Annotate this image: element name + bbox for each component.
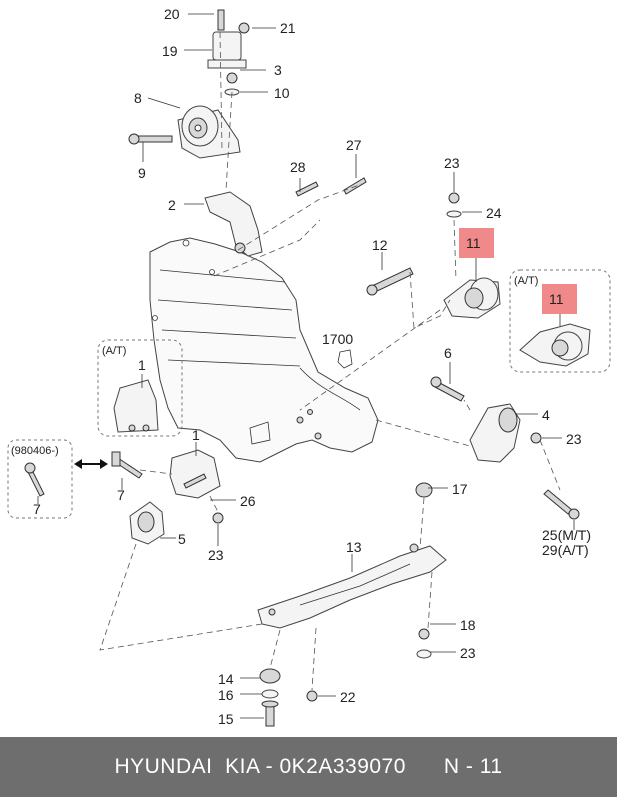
automatic-transmission-detail-right [509, 269, 611, 373]
nut-22 [306, 690, 318, 702]
label-17: 17 [452, 481, 468, 497]
label-4: 4 [542, 407, 550, 423]
label-10: 10 [274, 85, 290, 101]
crossmember-right-fasteners [415, 482, 433, 659]
washer-24 [446, 210, 462, 218]
nut-3 [226, 72, 238, 84]
bolt-7-variant-box [7, 439, 108, 519]
label-1700: 1700 [322, 331, 353, 347]
label-3: 3 [274, 62, 282, 78]
label-at-left: (A/T) [102, 345, 126, 357]
label-11: 11 [466, 235, 481, 251]
catalog-footer: HYUNDAI KIA - 0K2A339070 N - 11 [0, 737, 617, 797]
label-23-bottom: 23 [460, 645, 476, 661]
nut-21 [238, 22, 250, 34]
label-23-right: 23 [566, 431, 582, 447]
highlight-part-11 [459, 228, 494, 258]
label-980406: (980406-) [11, 445, 59, 457]
bolt-25-29 [543, 489, 573, 515]
bolt-26 [183, 473, 207, 489]
label-7: 7 [117, 487, 125, 503]
label-1-at: 1 [138, 357, 146, 373]
nut-23-right [530, 432, 542, 444]
footer-brand-part-number: HYUNDAI KIA - 0K2A339070 [114, 755, 406, 778]
transmission-mount-11 [366, 192, 501, 319]
upper-bracket-group [207, 9, 250, 96]
label-23-left: 23 [208, 547, 224, 563]
label-18: 18 [460, 617, 476, 633]
exploded-parts-diagram: 20 21 19 3 8 10 9 2 28 27 23 24 11 12 17… [7, 6, 611, 727]
automatic-transmission-detail-left [97, 339, 183, 437]
insulator-14 [259, 668, 281, 684]
highlight-part-11-at [542, 284, 577, 314]
label-22: 22 [340, 689, 356, 705]
label-27: 27 [346, 137, 362, 153]
label-20: 20 [164, 6, 180, 22]
label-11-at: 11 [549, 291, 564, 307]
label-14: 14 [218, 671, 234, 687]
engine-mount-5 [129, 501, 165, 545]
label-24: 24 [486, 205, 502, 221]
label-6: 6 [444, 345, 452, 361]
engine-bracket-2 [204, 177, 367, 257]
bracket-1-group [111, 449, 224, 524]
label-29-at: 29(A/T) [542, 542, 589, 558]
crossmember-bottom-fasteners [259, 668, 318, 727]
washer-16 [261, 689, 279, 699]
part-labels: 20 21 19 3 8 10 9 2 28 27 23 24 11 12 17… [11, 6, 591, 727]
label-15: 15 [218, 711, 234, 727]
engine-transmission-block [149, 237, 379, 463]
crossmember-13 [257, 543, 447, 629]
assembly-lines [99, 31, 561, 691]
label-2: 2 [168, 197, 176, 213]
footer-page: N - 11 [443, 755, 503, 778]
label-25-mt: 25(M/T) [542, 527, 591, 543]
label-28: 28 [290, 159, 306, 175]
washer-23-bottom [416, 649, 432, 659]
label-21: 21 [280, 20, 296, 36]
bolt-20 [217, 9, 225, 31]
label-26: 26 [240, 493, 256, 509]
leader-lines [37, 13, 575, 719]
label-19: 19 [162, 43, 178, 59]
label-16: 16 [218, 687, 234, 703]
label-13: 13 [346, 539, 362, 555]
label-8: 8 [134, 90, 142, 106]
bracket-19 [212, 31, 242, 61]
label-5: 5 [178, 531, 186, 547]
insulator-17 [415, 482, 433, 498]
part-1700 [337, 349, 353, 369]
bolt-12 [371, 267, 414, 293]
bolt-9 [135, 135, 173, 143]
label-9: 9 [138, 165, 146, 181]
nut-23-left [212, 512, 224, 524]
label-1: 1 [192, 427, 200, 443]
label-23-top: 23 [444, 155, 460, 171]
bolt-28 [295, 181, 319, 197]
bolt-27 [343, 177, 367, 195]
transmission-mount-4 [430, 376, 580, 520]
nut-23-top [448, 192, 460, 204]
nut-18 [418, 628, 430, 640]
label-7-box: 7 [33, 501, 41, 517]
engine-mount-8 [128, 105, 241, 159]
label-12: 12 [372, 237, 388, 253]
label-at-right: (A/T) [514, 275, 538, 287]
